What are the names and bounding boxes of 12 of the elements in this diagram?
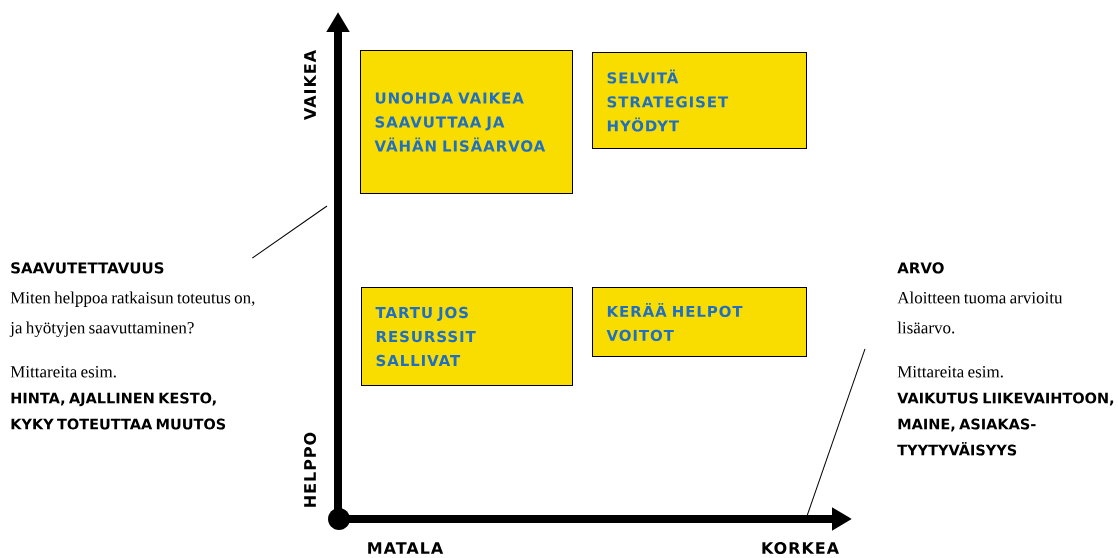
leader-line xyxy=(251,205,328,259)
quadrant-box: UNOHDA VAIKEA SAAVUTTAA JA VÄHÄN LISÄARVOA xyxy=(360,50,573,194)
axis-label: MATALA xyxy=(368,542,444,554)
annotation-text: ARVO Aloitteen tuoma arvioitu lisäarvo. Mittareita esim. VAIKUTUS LIIKEVAIHTOON, MAINE, ASIAKAS- TYYTYVÄISYYS xyxy=(897,262,1114,456)
axis-label: HELPPO xyxy=(303,432,317,507)
quadrant-box: KERÄÄ HELPOT VOITOT xyxy=(592,287,807,357)
axis-label: VAIKEA xyxy=(304,50,316,120)
quadrant-box: TARTU JOS RESURSSIT SALLIVAT xyxy=(361,287,573,386)
axis-label: KORKEA xyxy=(762,541,839,555)
quadrant-box: SELVITÄ STRATEGISET HYÖDYT xyxy=(592,52,807,149)
annotation-text: SAAVUTETTAVUUS Miten helppoa ratkaisun toteutus on, ja hyötyjen saavuttaminen? Mittareita esim. HINTA, AJALLINEN KESTO, KYKY TOTEUTTAA MUUTOS xyxy=(9,262,255,430)
leader-line xyxy=(806,348,866,517)
